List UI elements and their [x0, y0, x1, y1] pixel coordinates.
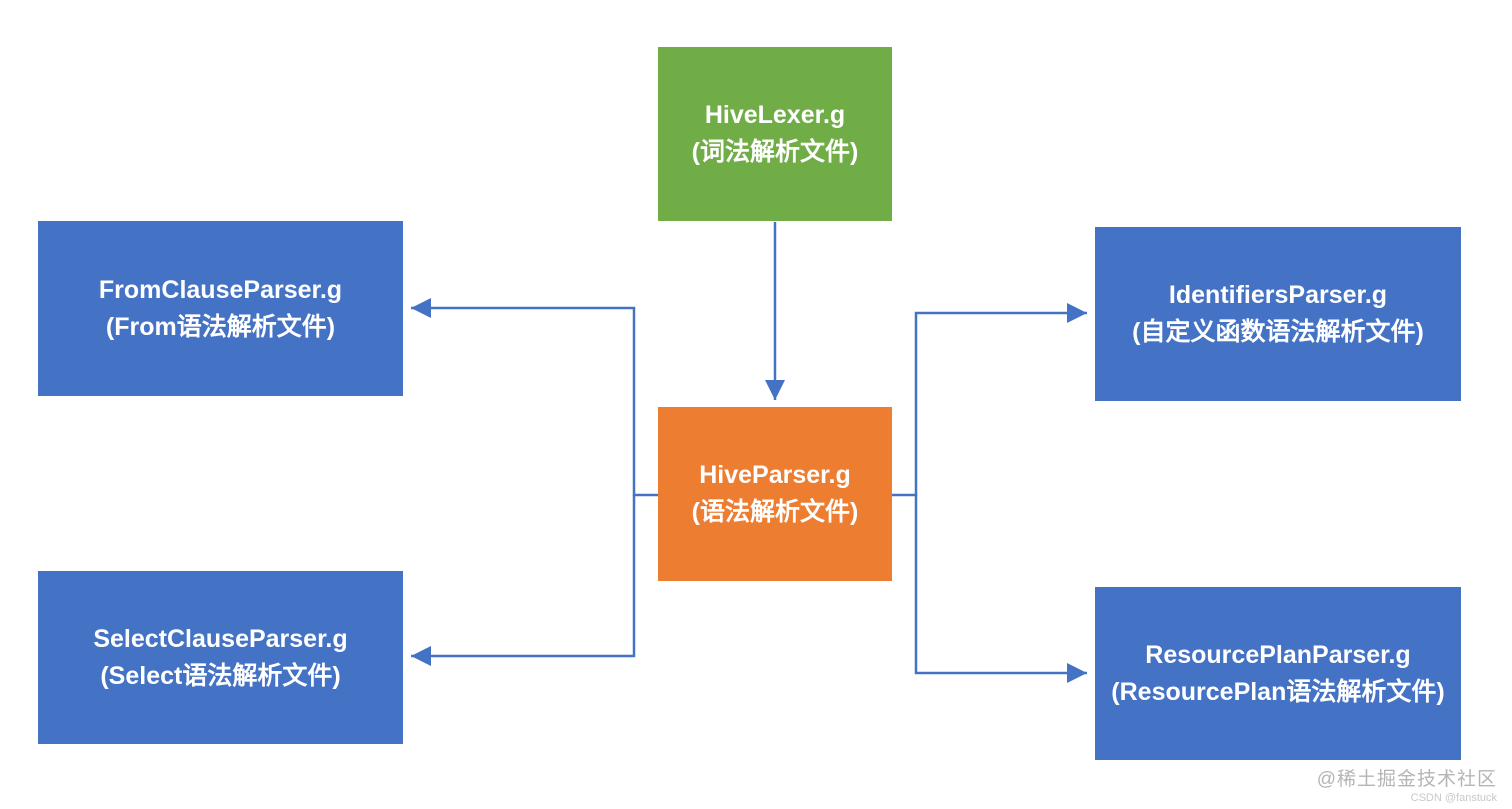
watermark-community: @稀土掘金技术社区	[1316, 768, 1497, 790]
node-hivelexer: HiveLexer.g (词法解析文件)	[658, 47, 892, 221]
node-selectclauseparser-title: SelectClauseParser.g	[93, 624, 348, 653]
node-hiveparser: HiveParser.g (语法解析文件)	[658, 407, 892, 581]
arrow-parser-to-resourceplan	[914, 495, 1087, 683]
node-hiveparser-title: HiveParser.g	[699, 461, 851, 489]
node-hiveparser-subtitle: (语法解析文件)	[691, 498, 859, 526]
node-fromclauseparser: FromClauseParser.g (From语法解析文件)	[38, 221, 403, 396]
node-identifiersparser: IdentifiersParser.g (自定义函数语法解析文件)	[1095, 227, 1461, 401]
node-resourceplanparser-subtitle: (ResourcePlan语法解析文件)	[1111, 677, 1445, 706]
arrow-parser-to-selectclause	[411, 495, 636, 666]
node-identifiersparser-subtitle: (自定义函数语法解析文件)	[1132, 318, 1424, 346]
watermark-csdn-user: CSDN @fanstuck	[1410, 792, 1497, 805]
node-identifiersparser-title: IdentifiersParser.g	[1168, 281, 1388, 309]
node-hivelexer-subtitle: (词法解析文件)	[691, 138, 859, 166]
arrow-parser-to-identifiers	[892, 303, 1087, 497]
node-resourceplanparser-title: ResourcePlanParser.g	[1145, 640, 1411, 669]
node-fromclauseparser-title: FromClauseParser.g	[98, 275, 343, 304]
arrow-parser-to-fromclause	[411, 298, 658, 497]
watermark: @稀土掘金技术社区 CSDN @fanstuck	[1317, 769, 1497, 805]
node-hivelexer-title: HiveLexer.g	[704, 101, 846, 129]
node-fromclauseparser-subtitle: (From语法解析文件)	[105, 312, 336, 341]
node-selectclauseparser: SelectClauseParser.g (Select语法解析文件)	[38, 571, 403, 744]
node-selectclauseparser-subtitle: (Select语法解析文件)	[100, 661, 341, 690]
node-resourceplanparser: ResourcePlanParser.g (ResourcePlan语法解析文件…	[1095, 587, 1461, 760]
